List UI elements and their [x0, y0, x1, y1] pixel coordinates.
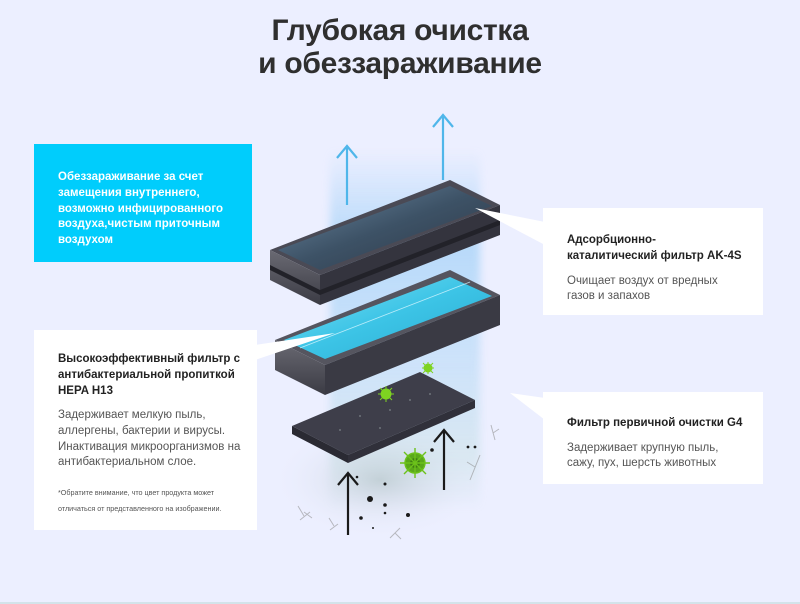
bottom-divider — [0, 602, 800, 604]
g4-description: Задерживает крупную пыль, сажу, пух, шер… — [567, 441, 719, 470]
color-disclaimer-note: *Обратите внимание, что цвет продукта мо… — [58, 487, 222, 513]
title-line-2: и обеззараживание — [258, 47, 542, 80]
title-line-1: Глубокая очистка — [271, 14, 529, 47]
g4-title: Фильтр первичной очистки G4 — [567, 417, 743, 429]
ak4s-card: Адсорбционно-каталитический фильтр AK-4S… — [543, 208, 763, 315]
hepa-title: Высокоэффективный фильтр с антибактериал… — [58, 353, 241, 397]
fluff-particles — [297, 424, 500, 540]
disinfection-card: Обеззараживание за счет замещения внутре… — [34, 144, 252, 262]
page-title: Глубокая очистка и обеззараживание — [0, 14, 800, 80]
pointer-hepa — [255, 333, 335, 360]
hepa-description: Задерживает мелкую пыль, аллергены, бакт… — [58, 409, 241, 469]
hepa-filter — [275, 270, 500, 395]
hepa-card: Высокоэффективный фильтр с антибактериал… — [34, 330, 257, 530]
arrow-up-icon — [337, 428, 455, 535]
filter-stack-art — [270, 113, 500, 540]
disinfection-text: Обеззараживание за счет замещения внутре… — [58, 171, 223, 247]
g4-filter — [292, 372, 475, 463]
virus-icon — [400, 448, 430, 478]
ak4s-title: Адсорбционно-каталитический фильтр AK-4S — [567, 234, 742, 262]
ak4s-filter — [270, 180, 500, 305]
arrow-up-icon — [336, 113, 454, 205]
virus-icon — [422, 362, 434, 374]
dust-particles — [355, 445, 477, 529]
filter-stack-illustration — [270, 110, 510, 550]
pointer-ak4s — [475, 208, 545, 245]
virus-icon — [378, 386, 394, 402]
ak4s-description: Очищает воздух от вредных газов и запахо… — [567, 274, 718, 303]
g4-card: Фильтр первичной очистки G4 Задерживает … — [543, 392, 763, 484]
pointer-g4 — [510, 393, 545, 420]
